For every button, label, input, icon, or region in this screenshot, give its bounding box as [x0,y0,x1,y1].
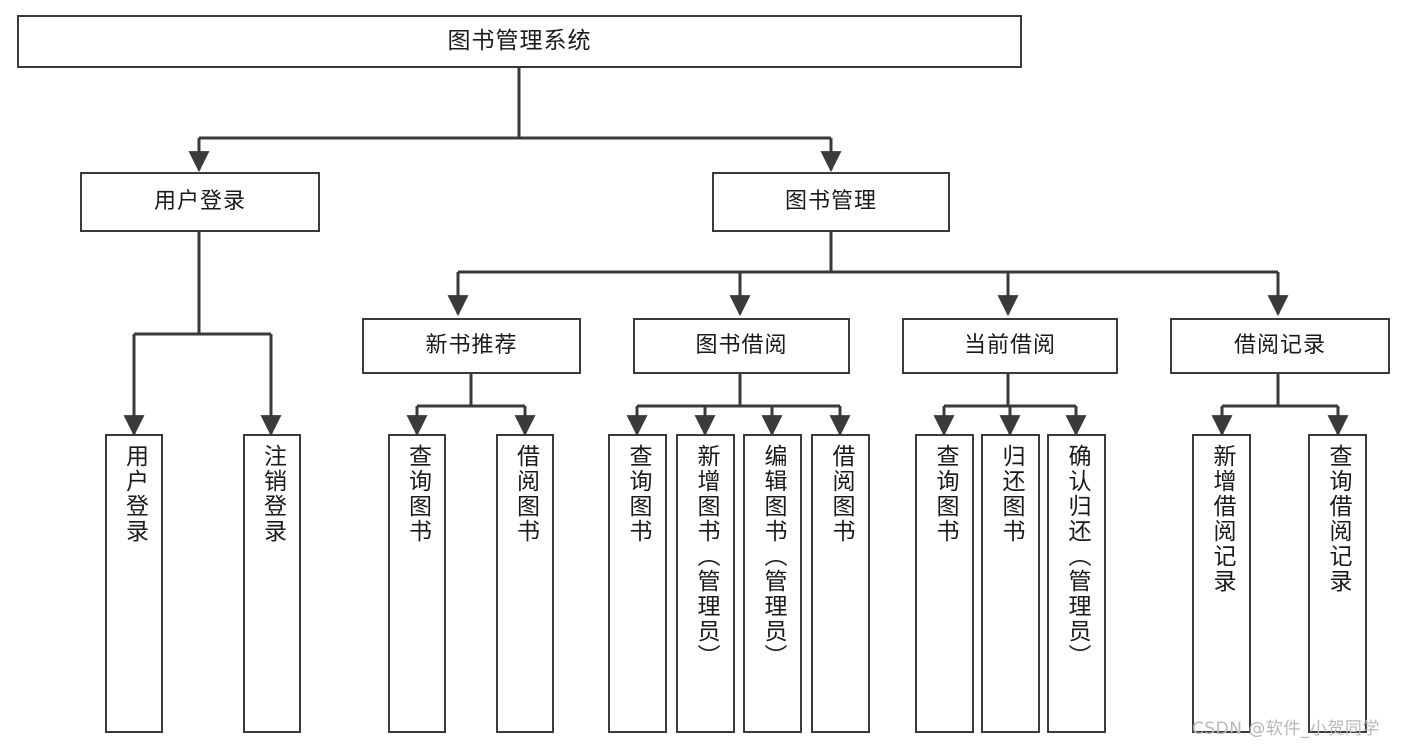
leaf-current-return-book[interactable]: 归还图书 [981,434,1040,733]
leaf-borrow-edit-book[interactable]: 编辑图书（管理员） [743,434,802,733]
leaf-borrow-add-book[interactable]: 新增图书（管理员） [676,434,735,733]
leaf-user-login-signout[interactable]: 注销登录 [243,434,301,733]
leaf-record-add-label: 新增借阅记录 [1209,444,1235,594]
leaf-borrow-query-book[interactable]: 查询图书 [608,434,667,733]
node-book-borrow-label: 图书借阅 [695,332,788,358]
leaf-current-confirm-return[interactable]: 确认归还（管理员） [1047,434,1106,733]
leaf-current-return-book-label: 归还图书 [998,444,1024,544]
node-book-borrow[interactable]: 图书借阅 [633,318,850,374]
node-book-management-label: 图书管理 [784,188,877,214]
leaf-current-query-book[interactable]: 查询图书 [915,434,974,733]
node-root-label: 图书管理系统 [447,27,592,54]
leaf-borrow-add-book-label: 新增图书（管理员） [693,444,719,669]
node-new-book-recommend[interactable]: 新书推荐 [362,318,581,374]
leaf-borrow-query-book-label: 查询图书 [625,444,651,544]
node-borrow-record-label: 借阅记录 [1233,332,1326,358]
node-new-book-recommend-label: 新书推荐 [425,332,518,358]
leaf-record-query-label: 查询借阅记录 [1325,444,1351,594]
leaf-new-book-borrow[interactable]: 借阅图书 [496,434,554,733]
leaf-new-book-query[interactable]: 查询图书 [388,434,446,733]
leaf-new-book-borrow-label: 借阅图书 [512,444,539,544]
node-current-borrow[interactable]: 当前借阅 [902,318,1118,374]
leaf-record-add[interactable]: 新增借阅记录 [1192,434,1251,733]
leaf-user-login-signin-label: 用户登录 [121,444,148,544]
leaf-current-confirm-return-label: 确认归还（管理员） [1064,444,1090,669]
leaf-current-query-book-label: 查询图书 [932,444,958,544]
leaf-user-login-signin[interactable]: 用户登录 [105,434,163,733]
leaf-borrow-borrow-book-label: 借阅图书 [828,444,854,544]
node-book-management[interactable]: 图书管理 [712,172,950,232]
csdn-watermark: CSDN @软件_小贺同学 [1192,719,1380,739]
leaf-user-login-signout-label: 注销登录 [259,444,286,544]
leaf-record-query[interactable]: 查询借阅记录 [1308,434,1367,733]
node-user-login[interactable]: 用户登录 [80,172,320,232]
leaf-new-book-query-label: 查询图书 [404,444,431,544]
leaf-borrow-edit-book-label: 编辑图书（管理员） [760,444,786,669]
node-current-borrow-label: 当前借阅 [963,332,1056,358]
leaf-borrow-borrow-book[interactable]: 借阅图书 [811,434,870,733]
node-root[interactable]: 图书管理系统 [17,15,1022,68]
node-user-login-label: 用户登录 [153,188,246,214]
node-borrow-record[interactable]: 借阅记录 [1170,318,1390,374]
